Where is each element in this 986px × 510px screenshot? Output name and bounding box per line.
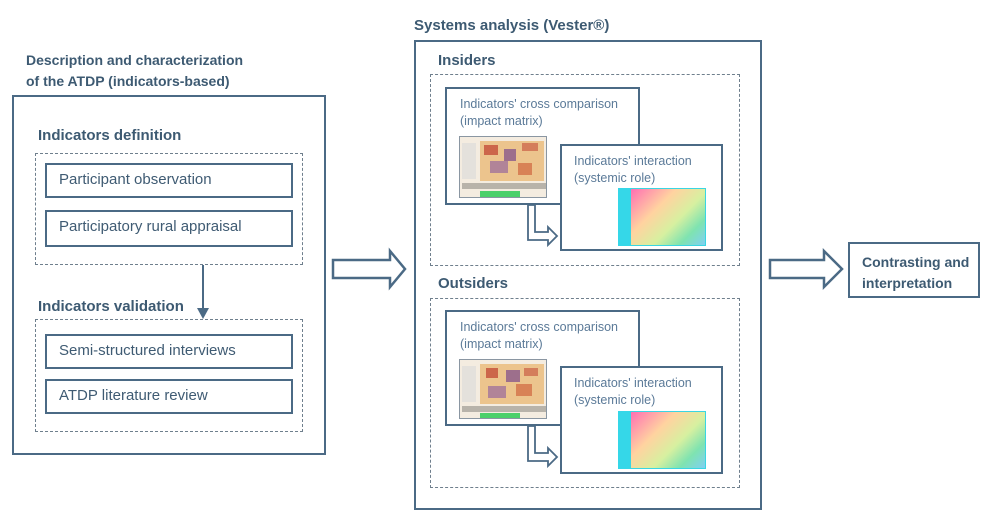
definition-to-validation-arrowhead: [197, 308, 209, 319]
insiders-systemic-role-map: [630, 188, 706, 246]
outsiders-interaction-line2: (systemic role): [574, 393, 656, 407]
left-to-middle-arrow: [331, 247, 407, 291]
insiders-cross-to-interaction-arrow: [527, 204, 559, 248]
definition-group: [35, 153, 303, 265]
insiders-interaction-line2: (systemic role): [574, 171, 656, 185]
outsiders-systemic-role-map: [630, 411, 706, 469]
left-section-title-line1: Description and characterization: [26, 52, 244, 68]
insiders-title: Insiders: [438, 52, 496, 69]
definition-title: Indicators definition: [38, 127, 182, 144]
validation-group: [35, 319, 303, 432]
middle-to-right-arrow: [768, 247, 844, 291]
outsiders-impact-matrix-thumbnail: [459, 359, 547, 419]
outsiders-map-side-strip: [618, 411, 630, 469]
contrasting-line1: Contrasting and: [862, 254, 970, 270]
outsiders-title: Outsiders: [438, 275, 509, 292]
insiders-cross-line1: Indicators' cross comparison: [460, 97, 619, 111]
method-participant-observation: Participant observation: [45, 163, 293, 198]
left-section-title-line2: of the ATDP (indicators-based): [26, 73, 230, 89]
outsiders-cross-to-interaction-arrow: [527, 425, 559, 469]
method-semi-structured-interviews: Semi-structured interviews: [45, 334, 293, 369]
outsiders-cross-line2: (impact matrix): [460, 337, 543, 351]
contrasting-line2: interpretation: [862, 275, 953, 291]
insiders-cross-line2: (impact matrix): [460, 114, 543, 128]
insiders-map-side-strip: [618, 188, 630, 246]
outsiders-interaction-line1: Indicators' interaction: [574, 376, 692, 390]
insiders-interaction-card: Indicators' interaction (systemic role): [560, 144, 723, 251]
method-atdp-literature-review: ATDP literature review: [45, 379, 293, 414]
contrasting-box: [848, 242, 980, 298]
outsiders-interaction-card: Indicators' interaction (systemic role): [560, 366, 723, 474]
insiders-group: [430, 74, 740, 266]
insiders-matrix-graphic: [460, 137, 546, 197]
method-participatory-rural-appraisal: Participatory rural appraisal: [45, 210, 293, 247]
systems-analysis-title: Systems analysis (Vester®): [414, 17, 610, 34]
outsiders-group: [430, 298, 740, 488]
insiders-impact-matrix-thumbnail: [459, 136, 547, 198]
outsiders-matrix-graphic: [460, 360, 546, 418]
insiders-interaction-line1: Indicators' interaction: [574, 154, 692, 168]
outsiders-cross-line1: Indicators' cross comparison: [460, 320, 619, 334]
validation-title: Indicators validation: [38, 298, 184, 315]
